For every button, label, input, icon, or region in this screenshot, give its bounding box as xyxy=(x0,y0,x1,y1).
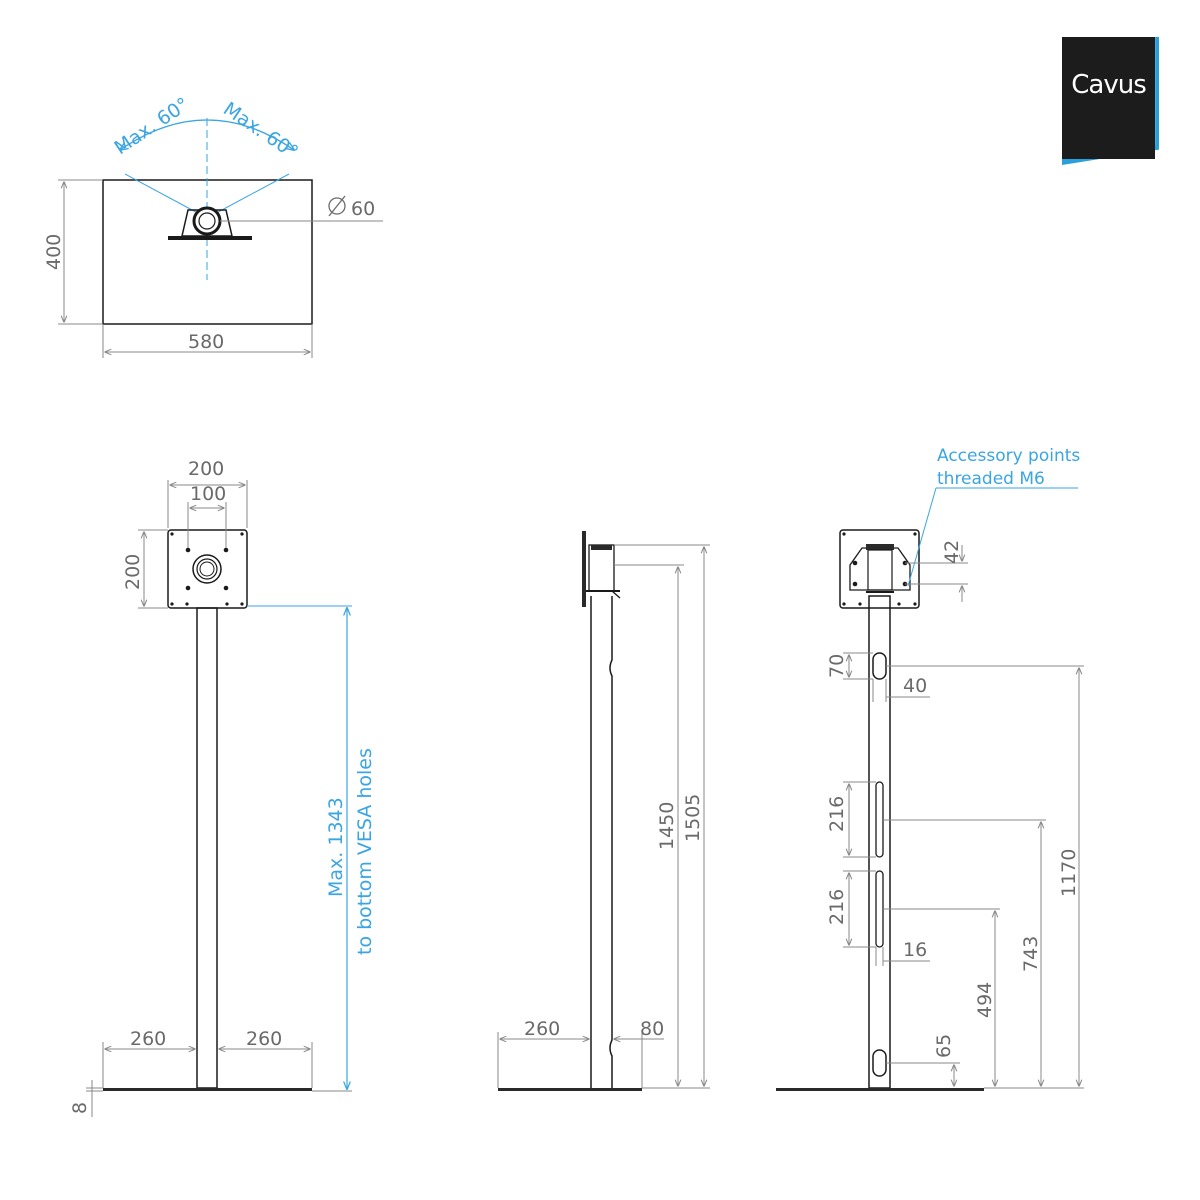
column-front xyxy=(196,607,218,1089)
top-hole-height-label: 70 xyxy=(826,654,848,678)
base-thickness-label: 8 xyxy=(69,1102,91,1114)
base-left-label: 260 xyxy=(130,1028,166,1050)
hole-spacing-label: 42 xyxy=(941,540,963,564)
height-total-label: 1505 xyxy=(682,794,704,842)
base-right-label: 260 xyxy=(246,1028,282,1050)
accessory-line1: Accessory points xyxy=(937,446,1080,466)
vesa-inner-label: 100 xyxy=(190,483,226,505)
slot1-length-label: 216 xyxy=(826,796,848,832)
level-743-label: 743 xyxy=(1020,936,1042,972)
base-front xyxy=(103,1088,312,1091)
top-cable-hole xyxy=(872,652,887,680)
rear-view xyxy=(776,487,1084,1091)
slot2-length-label: 216 xyxy=(826,889,848,925)
accessory-line2: threaded M6 xyxy=(937,469,1045,489)
angle-left-label: Max. 60° xyxy=(110,93,193,159)
front-view xyxy=(86,480,352,1117)
column-side xyxy=(590,596,613,1088)
slot-2 xyxy=(875,870,884,948)
side-base-label: 260 xyxy=(524,1018,560,1040)
level-494-label: 494 xyxy=(974,982,996,1018)
column-rear xyxy=(868,595,891,1089)
max-height-line1: Max. 1343 xyxy=(325,797,347,897)
vesa-plate-front xyxy=(167,529,248,609)
base-rear xyxy=(776,1088,984,1091)
plate-height-label: 200 xyxy=(122,554,144,590)
bottom-cable-hole xyxy=(872,1049,887,1077)
side-column-label: 80 xyxy=(640,1018,664,1040)
diameter-label: 60 xyxy=(351,198,375,220)
height-inner-label: 1450 xyxy=(656,802,678,850)
level-1170-label: 1170 xyxy=(1058,849,1080,897)
depth-label: 400 xyxy=(43,234,65,270)
slot-width-label: 16 xyxy=(903,939,927,961)
vesa-outer-label: 200 xyxy=(188,458,224,480)
angle-right-label: Max. 60° xyxy=(219,98,302,164)
width-label: 580 xyxy=(188,331,224,353)
top-view xyxy=(58,118,383,358)
slot-1 xyxy=(875,781,884,858)
logo-text: Cavus xyxy=(1071,70,1147,100)
vesa-plate-rear xyxy=(839,529,920,609)
top-hole-width-label: 40 xyxy=(903,675,927,697)
base-side xyxy=(498,1088,642,1091)
side-view xyxy=(497,531,710,1091)
cavus-logo xyxy=(1062,37,1155,159)
max-height-line2: to bottom VESA holes xyxy=(354,748,376,955)
bottom-hole-height-label: 65 xyxy=(933,1034,955,1058)
